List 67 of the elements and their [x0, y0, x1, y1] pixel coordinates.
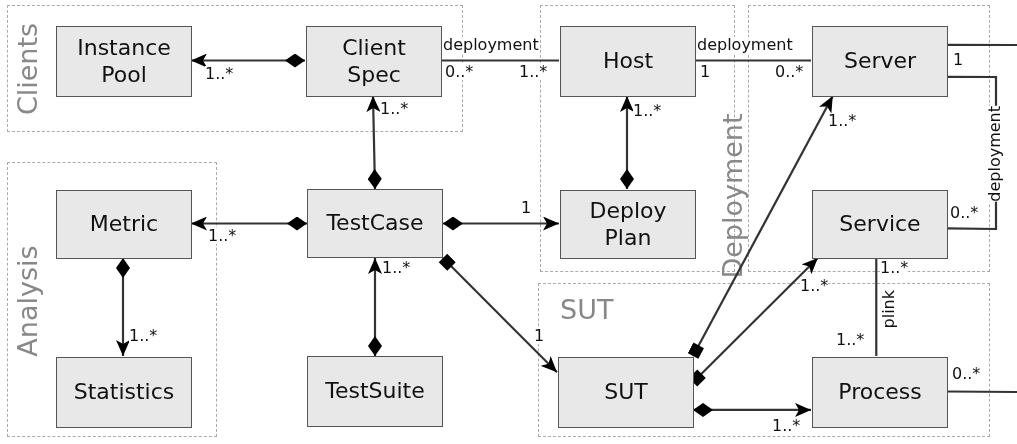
edge-label: 1..*	[633, 103, 662, 119]
package-label: Deployment	[719, 113, 746, 279]
association-line	[695, 59, 811, 62]
multiplicity-label: 0..*	[775, 64, 804, 80]
multiplicity-label: 1..*	[880, 260, 909, 276]
class-box	[307, 189, 443, 258]
association-line	[875, 258, 878, 356]
edge-label: 1..*	[828, 113, 857, 129]
class-name: Statistics	[73, 379, 175, 406]
class-name: Process	[838, 379, 922, 406]
multiplicity-label: 0..*	[950, 205, 979, 221]
class-name: Deploy Plan	[588, 198, 668, 251]
association-line	[368, 258, 382, 356]
edge-label: 1..*	[205, 66, 234, 82]
class-box	[306, 26, 442, 97]
class-name: Host	[602, 48, 654, 75]
multiplicity-label: 1..*	[836, 332, 865, 348]
class-name: Metric	[89, 211, 159, 238]
class-box	[56, 190, 192, 259]
package-label: SUT	[560, 296, 614, 323]
multiplicity-label: 0..*	[445, 64, 474, 80]
association-line	[438, 253, 558, 374]
edge-label: 1..*	[380, 101, 409, 117]
class-box	[56, 357, 192, 428]
edge-label: 1	[534, 328, 545, 344]
package-label: Analysis	[14, 245, 41, 357]
association-line	[443, 216, 559, 231]
edge-label: deployment	[443, 37, 539, 53]
class-box	[558, 357, 694, 428]
multiplicity-label: 1..*	[519, 64, 548, 80]
class-box	[307, 356, 443, 427]
edge-label: 1..*	[800, 278, 829, 294]
edge-label: 1	[521, 200, 532, 216]
class-box	[812, 26, 948, 97]
class-box	[56, 26, 192, 97]
class-box	[560, 26, 696, 97]
class-name: TestSuite	[325, 378, 425, 405]
association-line	[191, 53, 305, 68]
edge-label: deployment	[697, 37, 793, 53]
class-name: TestCase	[326, 210, 424, 237]
class-box	[560, 190, 696, 259]
edge-label: 1..*	[129, 328, 158, 344]
association-line	[191, 216, 307, 231]
association-line	[116, 258, 130, 356]
edge-label: plink	[881, 290, 897, 329]
multiplicity-label: 1	[700, 64, 711, 80]
package-label: Clients	[14, 22, 41, 116]
association-line	[441, 59, 559, 62]
association-line	[620, 96, 634, 189]
edge-label: 1..*	[772, 418, 801, 434]
class-name: SUT	[604, 379, 648, 406]
association-line	[687, 95, 834, 359]
class-name: Instance Pool	[76, 35, 172, 88]
class-box	[812, 357, 948, 428]
class-name: Server	[843, 48, 917, 75]
association-line	[947, 43, 1017, 47]
class-name: Service	[839, 211, 921, 238]
multiplicity-label: 1	[953, 52, 964, 68]
edge-label: 0..*	[952, 366, 981, 382]
edge-label: 1..*	[208, 228, 237, 244]
class-name: Client Spec	[341, 35, 407, 88]
association-line	[366, 95, 382, 190]
edge-label: deployment	[987, 106, 1003, 202]
association-line	[693, 402, 811, 417]
association-line	[947, 390, 1017, 394]
edge-label: 1..*	[382, 260, 411, 276]
class-box	[812, 190, 948, 259]
